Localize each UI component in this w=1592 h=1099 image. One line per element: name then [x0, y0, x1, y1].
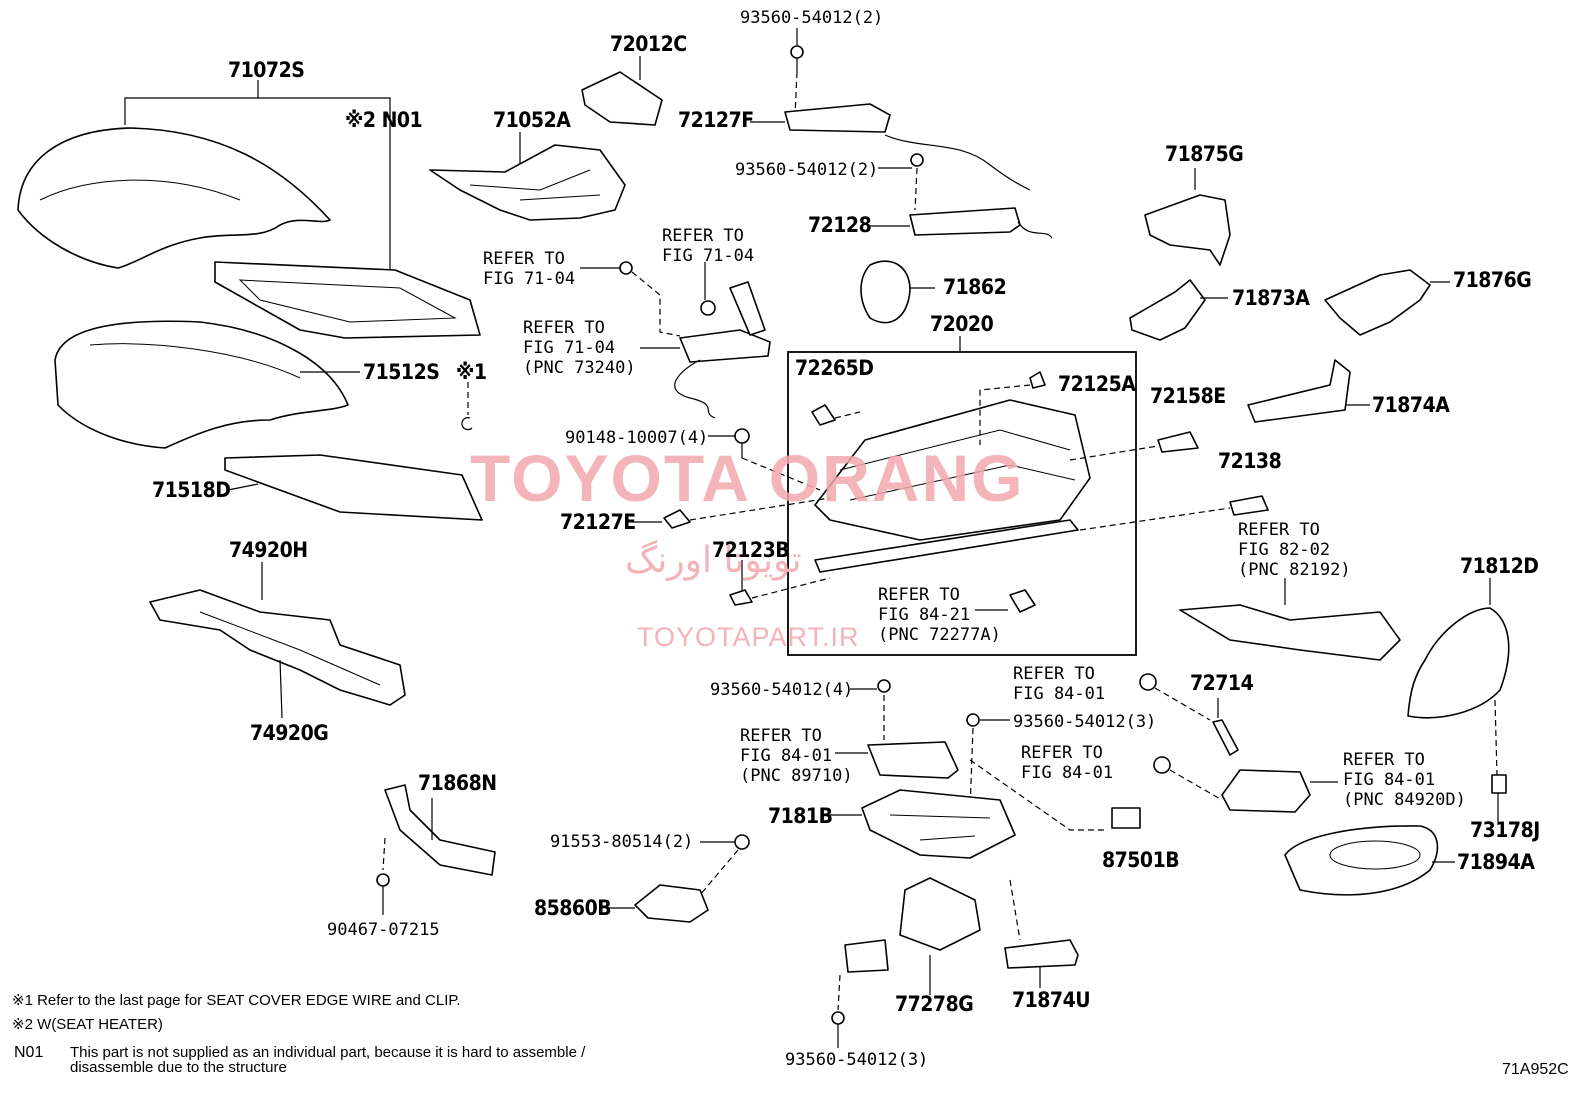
part-label-72127F[interactable]: 72127F	[678, 108, 754, 132]
part-label-90148[interactable]: 90148-10007(4)	[565, 428, 709, 448]
recliner-motor-drawing	[580, 261, 771, 419]
part-label-71875G[interactable]: 71875G	[1165, 142, 1244, 166]
part-label-91553[interactable]: 91553-80514(2)	[550, 832, 694, 852]
part-label-93560-3a[interactable]: 93560-54012(3)	[1013, 712, 1157, 732]
part-label-mark1: ※1	[456, 360, 487, 384]
part-label-72020[interactable]: 72020	[930, 312, 994, 336]
seat-adjuster-72020-box	[787, 336, 1137, 656]
bolt-93560-3a-drawing	[966, 713, 1010, 811]
watermark-site: TOYOTAPART.IR	[637, 622, 860, 652]
cover-72123B-drawing	[729, 560, 831, 606]
cover-71874A-drawing	[1247, 359, 1370, 423]
footnote-2: ※2 W(SEAT HEATER)	[12, 1016, 163, 1033]
cover-71875G-drawing	[1144, 168, 1231, 266]
part-label-74920G[interactable]: 74920G	[250, 721, 329, 745]
bracket-7181B-drawing	[830, 759, 1108, 859]
part-label-93560-3b[interactable]: 93560-54012(3)	[785, 1050, 929, 1070]
part-label-72127E[interactable]: 72127E	[560, 510, 636, 534]
bolt-93560-mid-drawing	[878, 153, 924, 211]
pad-74920-drawing	[149, 562, 406, 719]
part-label-93560-top[interactable]: 93560-54012(2)	[740, 8, 884, 28]
cover-71868N-drawing	[376, 784, 496, 915]
bolt-93560-top-drawing	[790, 28, 804, 116]
part-label-72128[interactable]: 72128	[808, 213, 872, 237]
part-label-77278G[interactable]: 77278G	[895, 992, 974, 1016]
watermark-persian: تویوتا اورنگ	[625, 540, 802, 581]
part-label-93560-4[interactable]: 93560-54012(4)	[710, 680, 854, 700]
refer-label-fig71-04-b[interactable]: REFER TO FIG 71-04	[662, 226, 755, 266]
cover-71812D-drawing	[1407, 578, 1510, 776]
part-label-71512S[interactable]: 71512S	[363, 360, 440, 384]
motor-85860B-drawing	[608, 834, 750, 923]
part-label-74920H[interactable]: 74920H	[229, 538, 308, 562]
edge-wire-clip-drawing	[461, 382, 473, 431]
refer-label-fig84-01-pnc84920D[interactable]: REFER TO FIG 84-01 (PNC 84920D)	[1343, 750, 1466, 810]
refer-label-fig84-01-pnc89710[interactable]: REFER TO FIG 84-01 (PNC 89710)	[740, 726, 853, 786]
part-label-71862[interactable]: 71862	[943, 275, 1007, 299]
part-label-72265D[interactable]: 72265D	[795, 356, 874, 380]
part-label-71876G[interactable]: 71876G	[1453, 268, 1532, 292]
seat-pad-71512S-drawing	[54, 320, 360, 449]
figure-id: 71A952C	[1502, 1061, 1569, 1078]
part-label-72138[interactable]: 72138	[1218, 449, 1282, 473]
cover-72128-drawing	[870, 207, 1053, 239]
clip-73178J-drawing	[1491, 774, 1507, 822]
part-label-90467[interactable]: 90467-07215	[327, 920, 440, 940]
part-label-N01[interactable]: ※2 N01	[345, 108, 423, 132]
part-label-71894A[interactable]: 71894A	[1457, 850, 1535, 874]
ecu-77278G-drawing	[831, 877, 981, 1048]
cover-71876G-drawing	[1324, 269, 1450, 336]
cover-72158E-drawing	[1069, 431, 1199, 461]
part-label-71874U[interactable]: 71874U	[1012, 988, 1091, 1012]
bolt-90148-drawing	[708, 428, 821, 491]
part-label-72714[interactable]: 72714	[1190, 671, 1254, 695]
harness-72127F-drawing	[750, 103, 1031, 191]
part-label-71052A[interactable]: 71052A	[493, 108, 571, 132]
footnote-3-text: This part is not supplied as an individu…	[70, 1044, 586, 1076]
part-label-71812D[interactable]: 71812D	[1460, 554, 1539, 578]
seat-pad-base-71518D-drawing	[224, 454, 483, 521]
module-87501B-drawing	[1111, 807, 1141, 829]
part-label-71874A[interactable]: 71874A	[1372, 393, 1450, 417]
refer-label-fig82-02-pnc82192[interactable]: REFER TO FIG 82-02 (PNC 82192)	[1238, 520, 1351, 580]
part-label-87501B[interactable]: 87501B	[1102, 848, 1180, 872]
part-label-71072S[interactable]: 71072S	[228, 58, 305, 82]
part-label-93560-mid[interactable]: 93560-54012(2)	[735, 160, 879, 180]
footnote-1: ※1 Refer to the last page for SEAT COVER…	[12, 992, 461, 1009]
part-label-72158E[interactable]: 72158E	[1150, 384, 1226, 408]
part-label-85860B[interactable]: 85860B	[534, 896, 612, 920]
footnote-3-key: N01	[14, 1044, 44, 1061]
seat-cover-71072S-drawing	[17, 80, 391, 269]
ecu-89710-drawing	[835, 679, 959, 779]
switch-72714-drawing	[1139, 673, 1338, 813]
harness-82192-drawing	[1179, 578, 1401, 661]
cover-71894A-drawing	[1284, 825, 1455, 896]
part-label-72012C[interactable]: 72012C	[610, 32, 687, 56]
refer-label-fig71-04-a[interactable]: REFER TO FIG 71-04	[483, 249, 576, 289]
refer-label-fig71-04-pnc73240[interactable]: REFER TO FIG 71-04 (PNC 73240)	[523, 318, 636, 378]
cover-71873A-drawing	[1129, 279, 1228, 341]
part-label-7181B[interactable]: 7181B	[768, 804, 833, 828]
seat-heater-N01-drawing	[214, 120, 481, 339]
cover-71862-drawing	[860, 260, 935, 324]
part-label-71518D[interactable]: 71518D	[152, 478, 231, 502]
part-label-72125A[interactable]: 72125A	[1058, 372, 1136, 396]
cover-72012C-drawing	[581, 56, 663, 126]
refer-label-fig84-21-pnc72277A[interactable]: REFER TO FIG 84-21 (PNC 72277A)	[878, 585, 1001, 645]
part-label-73178J[interactable]: 73178J	[1470, 818, 1540, 842]
part-label-71873A[interactable]: 71873A	[1232, 286, 1310, 310]
refer-label-fig84-01-a[interactable]: REFER TO FIG 84-01	[1013, 664, 1106, 704]
cover-71874U-drawing	[1004, 879, 1079, 988]
harness-72127E-drawing	[632, 497, 831, 529]
spring-frame-71052A-drawing	[429, 132, 626, 221]
part-label-71868N[interactable]: 71868N	[418, 771, 497, 795]
part-label-72123B[interactable]: 72123B	[712, 538, 790, 562]
refer-label-fig84-01-b[interactable]: REFER TO FIG 84-01	[1021, 743, 1114, 783]
watermark-brand: TOYOTA ORANG	[470, 441, 1025, 515]
cover-72138-drawing	[1079, 495, 1269, 531]
